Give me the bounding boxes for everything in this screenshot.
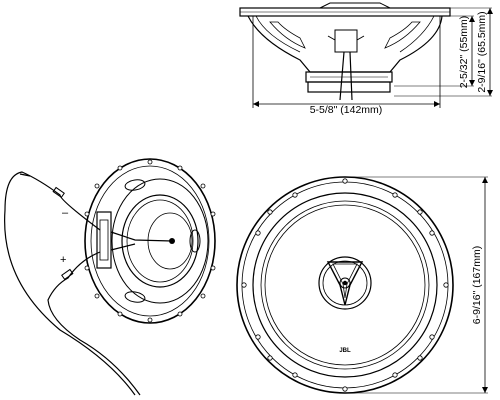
- mount-depth-label: 2-5/32" (55mm): [458, 16, 470, 89]
- speaker-rear-view: – +: [4, 158, 216, 396]
- positive-terminal-symbol: +: [60, 254, 66, 266]
- front-view-tweeter-bridge: [326, 261, 364, 306]
- side-view-basket: [247, 15, 443, 73]
- rear-view-magnet: [121, 194, 199, 288]
- width-dimension-label: 5-5/8" (142mm): [310, 104, 383, 116]
- speaker-side-view: 5-5/8" (142mm) 2-5/32" (55mm) 2-9/16" (6…: [239, 2, 493, 116]
- speaker-front-view: JBL 6-9/16" (167mm): [236, 176, 488, 394]
- side-view-terminal: [334, 29, 358, 53]
- negative-lead-wire: [4, 171, 136, 396]
- total-depth-label: 2-9/16" (65.5mm): [476, 11, 488, 92]
- rear-view-terminal: [96, 211, 112, 269]
- brand-logo: JBL: [339, 348, 351, 354]
- negative-terminal-symbol: –: [62, 207, 69, 219]
- front-view-tweeter-ring: [318, 256, 372, 310]
- rear-view-outer-ring: [84, 158, 216, 324]
- positive-lead-wire: [47, 251, 141, 396]
- diameter-label: 6-9/16" (167mm): [471, 246, 483, 324]
- front-view-screw-holes: [241, 178, 449, 392]
- rear-view-screw-holes: [84, 159, 216, 323]
- front-view-cone: [264, 204, 426, 366]
- front-view-surround: [252, 192, 438, 378]
